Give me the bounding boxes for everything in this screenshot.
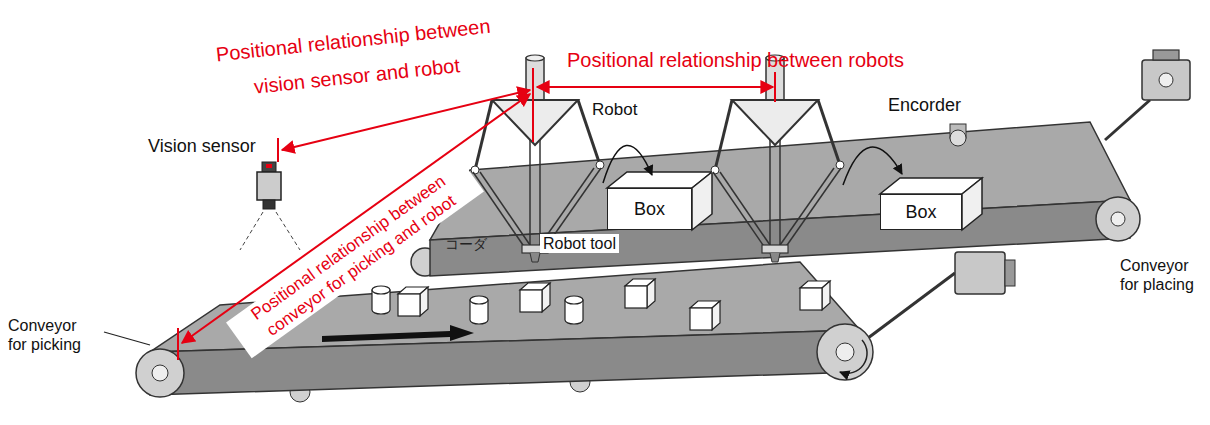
roller-hub [152,365,168,381]
workpiece-cube [520,283,550,312]
transfer-arrow [603,145,652,183]
motor-detail [1159,73,1173,87]
workpiece-cylinder [470,296,488,324]
dimension-tick [774,72,776,102]
sensor-indicator [266,164,272,168]
workpiece-cylinder [372,286,390,314]
part-name: Conveyor for placing [1120,256,1208,294]
box-side-face [962,178,982,230]
transfer-arrow [843,147,902,185]
conveyor-roller [817,324,873,380]
rotation-arrow [840,340,867,373]
part-name: Vision sensor [148,136,256,158]
dimension-tick [177,328,179,360]
workpiece-cube [690,301,720,330]
box-node: Box [607,188,692,230]
dimension-label: Positional relationship between robots [567,48,904,72]
part-name: Encorder [888,95,961,117]
motor-cap [1153,50,1179,60]
dimension-tick [532,68,534,142]
part-name: Conveyor for picking [8,316,98,354]
workpiece-cube [398,287,428,316]
workpiece-cube [800,281,830,310]
part-name: Robot [592,100,637,120]
sensor-body [257,172,281,200]
part-name: Robot tool [540,234,619,253]
dimension-line [182,94,530,343]
box-node: Box [880,194,962,230]
motor-cap [1005,260,1015,286]
dimension-tick [277,138,279,162]
box-label: Box [634,199,665,220]
part-name: コーダ [445,236,487,253]
workpiece-cylinder [565,296,583,324]
motor-shaft [1105,100,1150,140]
motor-body [955,252,1005,294]
box-side-face [692,172,712,230]
encoder-wheel [950,130,966,146]
sensor-top [262,162,276,172]
sensor-view-line [276,212,300,250]
roller-hub [1111,212,1125,226]
sensor-view-line [240,212,263,250]
leader-line [104,332,150,345]
sensor-lens [263,200,275,209]
flow-arrow [322,325,474,342]
workpiece-cube [625,279,655,308]
roller-hub [836,343,854,361]
dimension-line [537,86,773,88]
motor-body [1142,60,1190,100]
box-label: Box [905,202,936,223]
conveyor-roller [136,349,184,397]
dimension-label: Positional relationship between vision s… [187,5,523,111]
conveyor-roller [1096,197,1140,241]
